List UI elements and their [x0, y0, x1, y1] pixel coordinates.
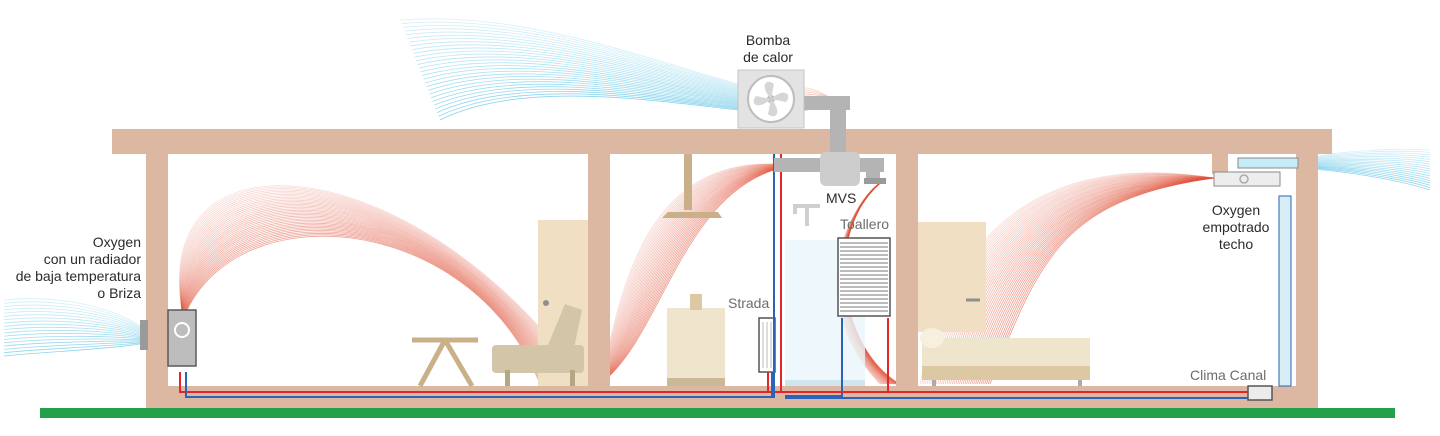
mvs-label: MVS	[826, 190, 857, 206]
clima-canal-unit	[1247, 385, 1273, 401]
strada-radiator	[758, 317, 776, 373]
left-wall	[146, 154, 168, 408]
mvs-unit	[820, 152, 860, 186]
shower-tray	[785, 380, 865, 386]
ground-strip	[40, 408, 1395, 418]
oxygen-wall-label: Oxygen con un radiador de baja temperatu…	[15, 234, 141, 301]
armchair	[492, 304, 584, 386]
interior-wall-1	[588, 154, 610, 386]
oxygen-wall-unit	[140, 309, 197, 367]
glass-panel-right	[1278, 195, 1292, 387]
table	[412, 337, 478, 388]
sofa	[920, 328, 1090, 386]
right-wall	[1296, 154, 1318, 408]
oxygen-ceiling-label: Oxygen empotrado techo	[1202, 202, 1270, 252]
water-heater	[667, 294, 725, 386]
cooker-hood	[662, 154, 722, 218]
heat-pump-exhaust	[399, 18, 739, 121]
clima-canal-label: Clima Canal	[1190, 367, 1267, 383]
interior-wall-2	[896, 154, 918, 386]
ventilation-duct	[774, 96, 886, 186]
hydronic-pipes	[179, 154, 1248, 399]
oxygen-ceiling-unit	[1213, 157, 1299, 187]
roof-slab	[112, 129, 1332, 154]
right-wall-upper	[1212, 154, 1228, 174]
towel-rail-label: Toallero	[840, 216, 890, 232]
strada-label: Strada	[728, 295, 770, 311]
towel-rail	[837, 237, 891, 317]
shower-head	[793, 204, 820, 226]
door-room-3	[918, 222, 986, 332]
wall-unit-intake	[3, 298, 141, 357]
heat-pump-unit	[737, 69, 805, 129]
heat-pump-label: Bomba de calor	[743, 32, 793, 65]
door-handle-1	[543, 300, 549, 306]
